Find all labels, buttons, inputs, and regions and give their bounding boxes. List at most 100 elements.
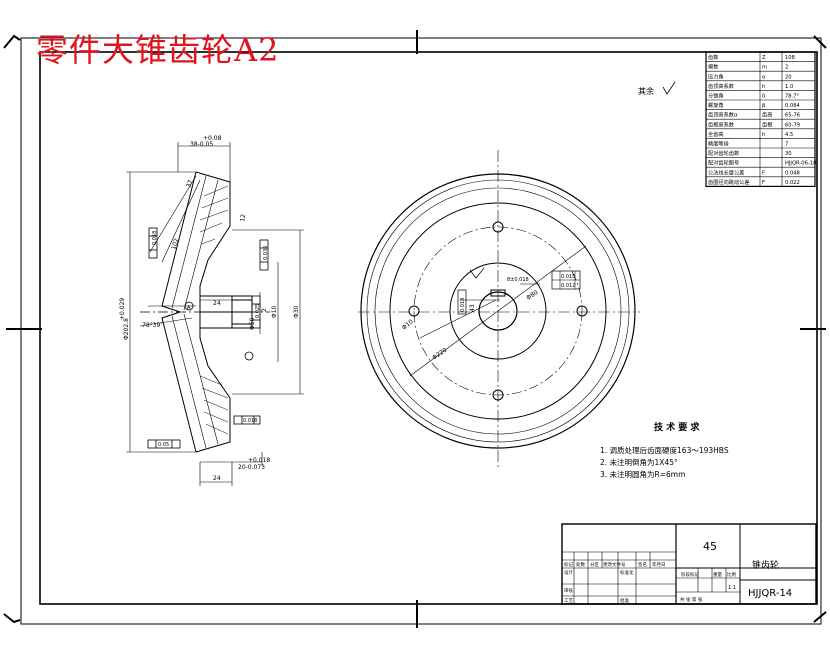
param-cell: h (762, 84, 765, 90)
param-cell: 配对齿轮齿数 (708, 149, 740, 157)
label-process: 工艺 (564, 598, 573, 604)
dim-24-lower: 24 (213, 475, 221, 482)
dim-24-upper: 24 (213, 300, 221, 307)
drawing-title: 零件大锥齿轮A2 (36, 31, 280, 69)
param-cell: α (762, 74, 766, 80)
trim-marks (3, 30, 827, 628)
dim-left: Φ202.8 (123, 318, 130, 340)
label-zone: 分区 (590, 561, 599, 568)
param-cell: 齿高 (762, 111, 772, 119)
param-cell: 齿顶高系数 (708, 82, 735, 90)
label-standard: 标准化 (620, 569, 634, 576)
front-tol-a: 0.018 (460, 298, 466, 312)
param-cell: 0.048 (785, 170, 800, 176)
param-cell: 60-79 (785, 122, 800, 128)
front-tol-b: 0.015 (561, 274, 575, 280)
param-cell: δ (762, 94, 765, 100)
param-cell: 公法线长度公差 (708, 168, 744, 176)
label-approve: 批准 (620, 597, 629, 604)
param-cell: Z (762, 55, 766, 61)
param-cell: 0.084 (785, 103, 801, 109)
dim-left-tol: +0.029 (119, 298, 126, 320)
param-cell: 78.7° (785, 94, 800, 100)
material: 45 (703, 540, 717, 553)
dim-angle: 78°39' (142, 322, 162, 329)
dim-bottom-tol: +0.018 (248, 457, 270, 464)
dim-phi50: Φ50 (249, 317, 256, 330)
label-review: 审核 (564, 587, 573, 594)
param-cell: 齿根高系数 (708, 120, 735, 128)
label-mark: 标记 (564, 561, 573, 568)
param-cell: 配对齿轮图号 (708, 159, 739, 167)
dim-top: 38-0.05 (190, 141, 213, 148)
param-cell: F (762, 170, 765, 176)
param-cell: 1.0 (785, 84, 793, 90)
param-cell: 压力角 (708, 72, 724, 80)
param-cell: 齿根 (762, 120, 772, 128)
title-block: 45 锥齿轮 HJJQR-14 1:1 阶段标记 重量 比例 共 张 第 张 标… (561, 523, 817, 605)
dim-bottom: 20-0.073 (238, 464, 265, 471)
gdt-tol-3: 0.018 (243, 418, 257, 424)
param-cell: 分锥角 (708, 92, 724, 100)
part-name: 锥齿轮 (752, 559, 779, 571)
label-sign: 签名 (638, 561, 647, 568)
param-cell: 齿顶高系数α (708, 111, 738, 119)
scale-value: 1:1 (728, 585, 736, 591)
param-cell: 20 (785, 74, 792, 80)
dim-43: 43 (469, 304, 476, 312)
dim-phi10: Φ10 (271, 305, 278, 318)
drawing-number: HJJQR-14 (748, 588, 792, 599)
param-cell: F (762, 180, 765, 186)
dim-keyway: 8±0.018 (507, 277, 529, 283)
dim-front-phi10: Φ10 (401, 318, 415, 331)
param-cell: 30 (785, 151, 792, 157)
param-cell: 108 (785, 55, 795, 61)
section-view-dimensions: +0.08 38-0.05 24 24 +0.018 20-0.073 +0.0… (119, 135, 300, 482)
roughness-note: 其余 (638, 81, 676, 96)
datum-a-label: A (187, 305, 191, 311)
label-count: 处数 (576, 561, 585, 568)
param-cell: 螺旋角 (708, 101, 724, 109)
section-view (126, 142, 304, 486)
front-tol-c: 0.012 (561, 283, 575, 289)
tech-item-2: 2. 未注明倒角为1X45° (600, 457, 678, 467)
dim-top-tol: +0.08 (203, 135, 222, 142)
roughness-check-icon (662, 81, 676, 95)
param-cell: β (762, 103, 765, 109)
tech-item-3: 3. 未注明圆角为R=6mm (600, 469, 685, 479)
param-cell: 精度等级 (708, 140, 729, 148)
label-sheet: 共 张 第 张 (680, 596, 703, 603)
param-cell: 齿数 (708, 53, 719, 61)
param-cell: 0.022 (785, 180, 800, 186)
tech-heading: 技 术 要 求 (654, 421, 700, 433)
param-cell: 4.5 (785, 132, 793, 138)
param-cell: HJJQR-06-18 (785, 161, 816, 167)
gdt-tol-2: 0.05 (158, 442, 169, 448)
dim-phi80: Φ80 (525, 289, 539, 302)
front-view (358, 150, 640, 470)
dim-12: 12 (239, 213, 247, 222)
label-change-doc: 更改文件号 (603, 561, 626, 568)
dim-102: 102 (170, 237, 180, 250)
param-cell: h (762, 132, 765, 138)
tech-item-1: 1. 调质处理后齿面硬度163～193HBS (600, 445, 729, 455)
gdt-tol-4: 0.036 (263, 246, 269, 260)
label-scale: 比例 (727, 571, 736, 578)
gdt-tol-1: 0.018 (152, 231, 158, 245)
param-cell: 全齿高 (708, 130, 724, 138)
dim-37: 37 (185, 179, 194, 189)
sheet-border (20, 37, 822, 625)
param-cell: 模数 (708, 63, 719, 71)
front-view-dimensions: Φ80 Φ220 Φ10 43 0.018 0.015 0.012 8±0.01… (401, 274, 576, 362)
param-cell: 7 (785, 142, 788, 148)
roughness-note-label: 其余 (638, 86, 654, 96)
param-cell: 2 (785, 65, 788, 71)
dim-2: 2 (261, 308, 268, 312)
technical-requirements: 技 术 要 求 1. 调质处理后齿面硬度163～193HBS 2. 未注明倒角为… (600, 421, 729, 479)
label-stage: 阶段标记 (681, 571, 699, 578)
dim-phi30: Φ30 (293, 305, 300, 318)
label-designer: 设计 (564, 569, 573, 576)
gdt-tol-5: 0.025 (255, 304, 261, 318)
